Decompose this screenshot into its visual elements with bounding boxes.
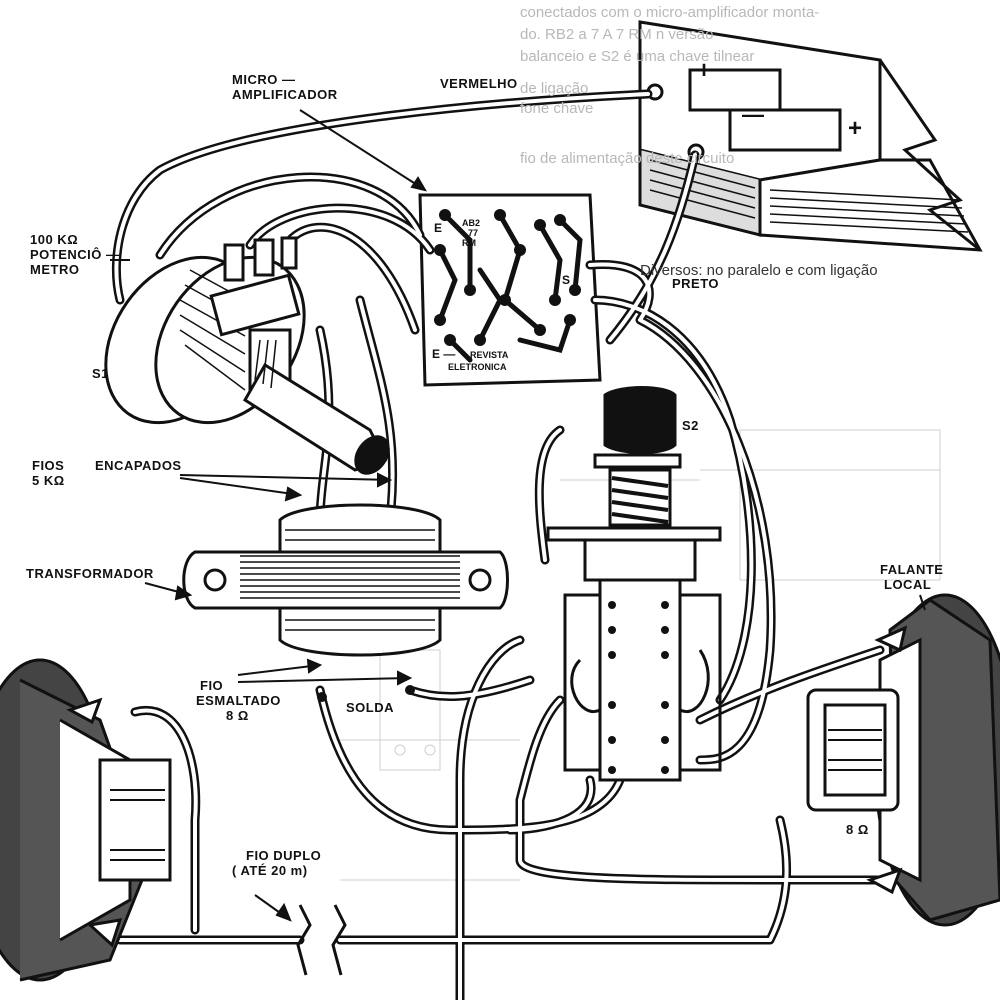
label-fios-line-1: FIOS (32, 458, 65, 473)
label-esmaltado-line-3: 8 Ω (226, 708, 249, 723)
bg-text-line-6: fio de alimentação deste circuito (520, 150, 735, 167)
pcb-s-label: S (562, 273, 570, 287)
pointer-arrows (110, 109, 926, 922)
label-vermelho: VERMELHO (440, 76, 518, 91)
pcb-e-plus: E (434, 221, 442, 235)
label-micro-line-2: AMPLIFICADOR (232, 87, 338, 102)
label-esmaltado-line-1: FIO (200, 678, 224, 693)
bg-text-line-3: balanceio e S2 é uma chave tilnear (520, 48, 755, 65)
wire-break-mark (296, 904, 347, 976)
pcb-board (418, 193, 602, 387)
label-8-ohm-local: 8 Ω (846, 822, 869, 837)
label-fio-duplo: FIO DUPLO ( ATÉ 20 m) (232, 848, 321, 878)
pcb-mark-1: AB2 (462, 218, 480, 228)
wires-inner (114, 92, 892, 1000)
label-falante-line-1: FALANTE (880, 562, 944, 577)
bg-text-line-5: fone chave (520, 100, 594, 117)
label-falante-local: FALANTE LOCAL (880, 562, 943, 592)
label-potenciometro: 100 KΩ POTENCIÔ — METRO (30, 232, 120, 277)
label-encapados: ENCAPADOS (95, 458, 182, 473)
speaker-local (806, 593, 1000, 927)
label-micro-amplificador: MICRO — AMPLIFICADOR (232, 72, 338, 102)
pcb-footer-2: ELETRONICA (448, 362, 507, 372)
label-pot-line-1: 100 KΩ (30, 232, 79, 247)
label-duplo-line-1: FIO DUPLO (246, 848, 322, 863)
label-micro-line-1: MICRO — (232, 72, 296, 87)
label-transformador: TRANSFORMADOR (26, 566, 154, 581)
pcb-e-minus: E — (432, 347, 455, 361)
background-schematic (340, 429, 941, 881)
switch-s2 (546, 386, 722, 782)
potentiometer (104, 236, 390, 475)
pcb-mark-3: RM (462, 238, 476, 248)
bg-text-line-1: conectados com o micro-amplificador mont… (520, 4, 820, 21)
bg-text-line-7: Diversos: no paralelo e com ligação (640, 262, 878, 279)
label-duplo-line-2: ( ATÉ 20 m) (232, 863, 308, 878)
pcb-footer-1: REVISTA (470, 350, 509, 360)
battery (638, 20, 983, 252)
bg-text-line-4: de ligação (520, 80, 589, 97)
battery-minus: — (742, 102, 764, 127)
speaker-remote (0, 658, 172, 982)
battery-plus-top: + (697, 57, 711, 84)
label-solda: SOLDA (346, 700, 394, 715)
bg-text-line-2: do. RB2 a 7 A 7 RM n versão (520, 26, 714, 43)
pcb-mark-2: 77 (468, 228, 478, 238)
label-pot-line-3: METRO (30, 262, 80, 277)
label-fios-line-2: 5 KΩ (32, 473, 65, 488)
transformer (182, 503, 509, 657)
label-s2: S2 (682, 418, 699, 433)
label-pot-line-2: POTENCIÔ — (30, 247, 120, 262)
label-esmaltado-line-2: ESMALTADO (196, 693, 281, 708)
solder-points (317, 685, 415, 702)
label-s1: S1 (92, 366, 109, 381)
label-fios-5k: FIOS 5 KΩ (32, 458, 65, 488)
label-preto: PRETO (672, 276, 720, 291)
battery-plus-right: + (848, 115, 862, 142)
label-falante-line-2: LOCAL (884, 577, 932, 592)
label-fio-esmaltado: FIO ESMALTADO 8 Ω (196, 678, 281, 723)
